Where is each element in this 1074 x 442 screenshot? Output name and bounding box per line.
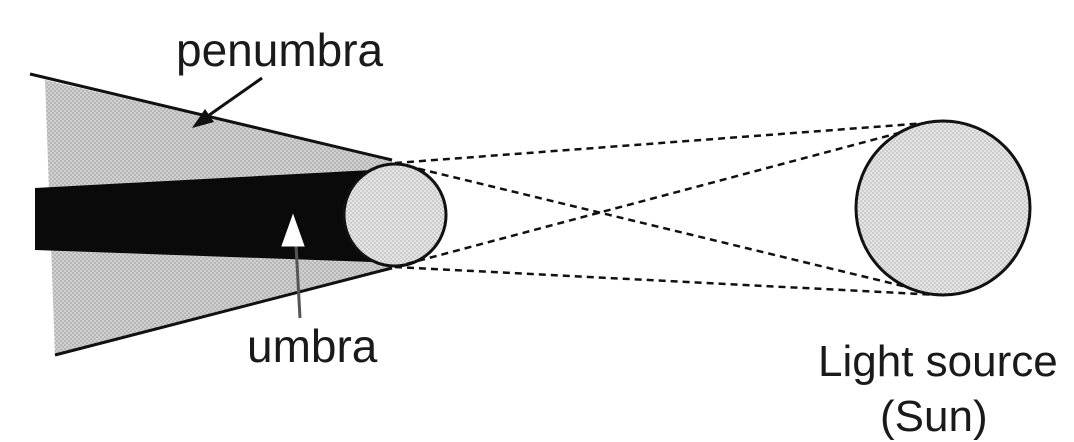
sun-circle xyxy=(856,121,1030,295)
penumbra-label: penumbra xyxy=(176,24,384,76)
sun-label: (Sun) xyxy=(880,392,988,441)
ray-outer-top xyxy=(395,122,940,163)
light-source-label: Light source xyxy=(818,337,1058,386)
occluding-body xyxy=(344,164,446,266)
ray-outer-bottom xyxy=(395,267,940,295)
umbra-label: umbra xyxy=(247,320,378,372)
